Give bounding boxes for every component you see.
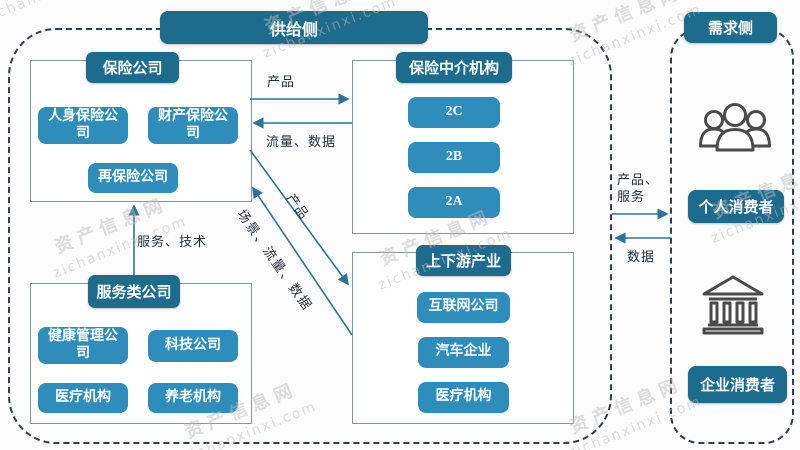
auto-enterprise-node: 汽车企业 [418, 337, 509, 368]
demand-side-header: 需求侧 [684, 12, 777, 43]
label-service-tech: 服务、技术 [137, 234, 208, 249]
personal-consumer-node: 个人消费者 [688, 190, 784, 223]
label-product-top: 产品 [267, 74, 296, 89]
medical-institution-node: 医疗机构 [38, 383, 128, 413]
bank-building-icon [700, 274, 766, 336]
enterprise-consumer-node: 企业消费者 [688, 366, 787, 403]
life-insurance-node: 人身保险公司 [38, 107, 128, 144]
intermediary-title: 保险中介机构 [396, 52, 512, 83]
service-companies-title: 服务类公司 [88, 275, 180, 308]
label-data: 数据 [627, 249, 656, 264]
intermediary-2c-node: 2C [408, 97, 500, 128]
people-group-icon [698, 100, 772, 156]
reinsurance-node: 再保险公司 [88, 163, 178, 193]
label-traffic-data: 流量、数据 [266, 134, 337, 149]
health-management-node: 健康管理公司 [38, 327, 128, 364]
intermediary-2a-node: 2A [408, 187, 500, 218]
downstream-industry-title: 上下游产业 [416, 245, 511, 276]
intermediary-2b-node: 2B [408, 142, 500, 173]
insurance-companies-title: 保险公司 [86, 52, 179, 83]
elderly-care-node: 养老机构 [148, 383, 238, 413]
internet-company-node: 互联网公司 [417, 292, 510, 323]
label-product-service-line1: 产品、 [617, 172, 660, 187]
supply-side-header: 供给侧 [160, 11, 428, 44]
technology-company-node: 科技公司 [148, 330, 238, 362]
property-insurance-node: 财产保险公司 [148, 107, 238, 144]
label-product-service-line2: 服务 [617, 188, 646, 204]
medical-institution-downstream-node: 医疗机构 [418, 382, 509, 413]
